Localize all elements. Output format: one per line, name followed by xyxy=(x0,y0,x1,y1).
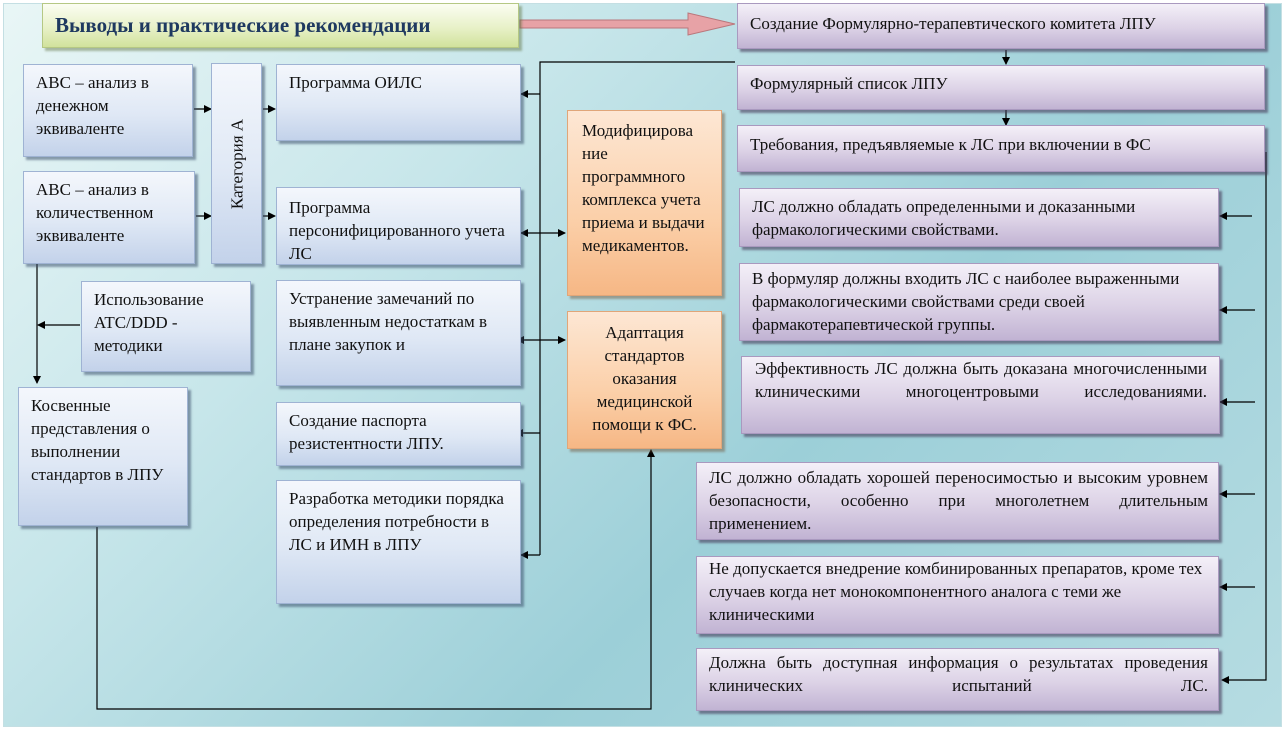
right-bus-line xyxy=(1221,152,1267,684)
requirement-4-box: ЛС должно обладать хорошей переносимость… xyxy=(696,462,1219,540)
category-a-label: Категория А xyxy=(227,118,246,209)
abc-quantity-box: АВС – анализ в количественном эквивалент… xyxy=(23,171,195,264)
requirement-1-box: ЛС должно обладать определенными и доказ… xyxy=(739,188,1219,247)
oils-program-box: Программа ОИЛС xyxy=(276,64,521,141)
requirements-box: Требования, предъявляемые к ЛС при включ… xyxy=(737,125,1265,172)
requirement-6-box: Должна быть доступная информация о резул… xyxy=(696,648,1219,711)
abc-money-box: АВС – анализ в денежном эквиваленте xyxy=(23,64,193,157)
title-to-committee-arrow xyxy=(519,12,736,36)
category-a-box: Категория А xyxy=(211,63,262,264)
methodology-box: Разработка методики порядка определения … xyxy=(276,480,521,604)
requirement-2-box: В формуляр должны входить ЛС с наиболее … xyxy=(739,263,1219,341)
indirect-box: Косвенные представления о выполнении ста… xyxy=(18,387,188,526)
resistance-passport-box: Создание паспорта резистентности ЛПУ. xyxy=(276,402,521,466)
committee-box: Создание Формулярно-терапевтического ком… xyxy=(737,3,1265,49)
page-title: Выводы и практические рекомендации xyxy=(42,3,519,48)
trunk-line xyxy=(539,61,735,555)
requirement-5-box: Не допускается внедрение комбинированных… xyxy=(696,556,1219,634)
formulary-list-box: Формулярный список ЛПУ xyxy=(737,65,1265,110)
atc-ddd-box: Использование ATC/DDD - методики xyxy=(81,281,251,372)
standards-adaptation-box: Адаптация стандартов оказания медицинско… xyxy=(567,311,722,449)
software-modification-box: Модифицирова ние программного комплекса … xyxy=(567,110,722,296)
requirement-3-box: Эффективность ЛС должна быть доказана мн… xyxy=(741,356,1220,434)
remarks-box: Устранение замечаний по выявленным недос… xyxy=(276,280,521,386)
line-indirect-to-adaptation xyxy=(96,449,655,710)
personified-program-box: Программа персонифицированного учета ЛС xyxy=(276,187,521,265)
